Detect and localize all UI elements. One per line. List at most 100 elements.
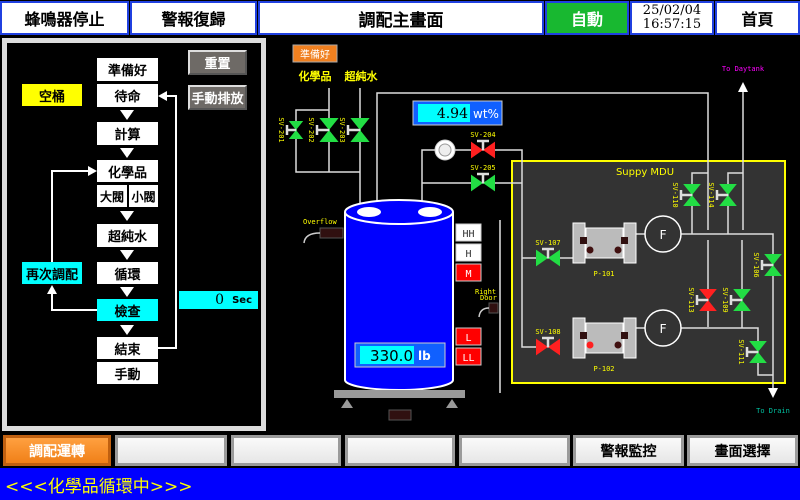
valve-label: SV-107 <box>535 239 560 247</box>
to-drain-label: To Drain <box>756 407 790 415</box>
down-arrow-icon <box>120 148 134 158</box>
valve-sv114[interactable]: SV-114 <box>707 182 737 208</box>
valve-label: SV-113 <box>687 287 695 312</box>
blank-button-3[interactable] <box>345 435 455 466</box>
step-large-valve: 大閥 <box>97 185 127 207</box>
level-label: HH <box>462 229 474 240</box>
valve-label: SV-204 <box>470 131 495 139</box>
chemical-label: 化學品 <box>299 69 332 83</box>
valve-sv201[interactable]: SV-201 <box>277 117 304 143</box>
valve-sv109[interactable]: SV-109 <box>721 287 751 313</box>
level-label: L <box>465 333 471 344</box>
right-door-sensor <box>488 302 499 314</box>
step-check: 檢查 <box>97 299 158 321</box>
overflow-label: Overflow <box>303 218 338 226</box>
down-arrow-icon <box>120 325 134 335</box>
level-switch-m: M <box>455 263 482 282</box>
weight-unit: lb <box>418 349 431 363</box>
manual-drain-button[interactable]: 手動排放 <box>188 85 247 110</box>
valve-label: SV-106 <box>752 252 760 277</box>
date-text: 25/02/04 <box>642 3 702 18</box>
valve-sv202[interactable]: SV-202 <box>307 117 339 143</box>
level-switch-ll: LL <box>455 347 482 366</box>
down-arrow-icon <box>768 388 778 398</box>
process-diagram: Suppy MDU To Daytank To Drain 準備好 化學品 超純… <box>277 44 790 421</box>
valve-sv111[interactable]: SV-111 <box>737 339 767 365</box>
step-circulate: 循環 <box>97 262 158 284</box>
level-label: H <box>465 249 471 260</box>
timer-display: 0 Sec <box>179 291 258 309</box>
filter-icon: F <box>644 215 682 253</box>
step-calculate: 計算 <box>97 122 158 145</box>
status-message: <<<化學品循環中>>> <box>5 476 193 497</box>
step-small-valve: 小閥 <box>129 185 158 207</box>
blank-button-4[interactable] <box>459 435 570 466</box>
time-text: 16:57:15 <box>642 17 702 32</box>
to-daytank-label: To Daytank <box>722 65 765 73</box>
reblend-button[interactable]: 再次調配 <box>22 262 82 284</box>
valve-sv205[interactable]: SV-205 <box>470 164 496 192</box>
up-arrow-icon <box>738 82 748 92</box>
buzzer-stop-button[interactable]: 蜂鳴器停止 <box>0 1 129 35</box>
level-switch-l: L <box>455 327 482 346</box>
right-door-label-2: Door <box>480 294 497 302</box>
scale-platform <box>334 390 465 398</box>
valve-label: SV-205 <box>470 164 495 172</box>
level-label: M <box>465 269 471 280</box>
step-chemical: 化學品 <box>97 160 158 182</box>
concentration-unit: wt% <box>473 107 499 121</box>
valve-label: SV-109 <box>721 287 729 312</box>
pump-label: P-102 <box>593 365 614 373</box>
valve-label: SV-114 <box>707 182 715 207</box>
valve-label: SV-202 <box>307 117 315 142</box>
pump-p-101: P-101 <box>572 222 637 278</box>
level-switch-h: H <box>455 243 482 262</box>
pump-p-102: P-102 <box>572 317 637 373</box>
valve-label: SV-203 <box>338 117 346 142</box>
blank-button-1[interactable] <box>115 435 227 466</box>
valve-label: SV-110 <box>671 182 679 207</box>
valve-sv108[interactable]: SV-108 <box>535 328 561 356</box>
valve-label: SV-111 <box>737 339 745 364</box>
valve-sv203[interactable]: SV-203 <box>338 117 370 143</box>
weight-value: 330.0 <box>370 347 413 365</box>
right-door-label-1: Right <box>475 288 496 296</box>
valve-label: SV-108 <box>535 328 560 336</box>
down-arrow-icon <box>120 211 134 221</box>
mode-indicator[interactable]: 自動 <box>545 1 629 35</box>
timer-unit: Sec <box>232 294 252 306</box>
concentration-value: 4.94 <box>437 106 468 122</box>
valve-sv110[interactable]: SV-110 <box>671 182 701 208</box>
down-arrow-icon <box>120 287 134 297</box>
valve-sv113[interactable]: SV-113 <box>687 287 717 313</box>
step-ready: 準備好 <box>97 58 158 81</box>
level-switch-hh: HH <box>455 223 482 242</box>
reset-button[interactable]: 重置 <box>188 50 247 75</box>
page-title: 調配主畫面 <box>258 1 544 35</box>
ready-badge <box>292 44 338 63</box>
filter-label: F <box>659 322 666 336</box>
down-arrow-icon <box>120 110 134 120</box>
alarm-monitor-button[interactable]: 警報監控 <box>573 435 684 466</box>
upw-label: 超純水 <box>344 69 379 83</box>
timer-value: 0 <box>215 292 225 308</box>
blank-button-2[interactable] <box>231 435 341 466</box>
mdu-title: Suppy MDU <box>616 167 674 178</box>
screen-select-button[interactable]: 畫面選擇 <box>687 435 798 466</box>
empty-bucket-indicator: 空桶 <box>22 84 82 106</box>
blend-run-button[interactable]: 調配運轉 <box>3 435 111 466</box>
filter-label: F <box>659 228 666 242</box>
scale-sensor <box>388 409 412 421</box>
down-arrow-icon <box>120 250 134 260</box>
datetime-display: 25/02/04 16:57:15 <box>630 1 714 35</box>
valve-sv204[interactable]: SV-204 <box>470 131 496 159</box>
pump-label: P-101 <box>593 270 614 278</box>
step-manual: 手動 <box>97 362 158 384</box>
home-button[interactable]: 首頁 <box>715 1 800 35</box>
valve-label: SV-201 <box>277 117 285 142</box>
step-upw: 超純水 <box>97 224 158 247</box>
valve-sv107[interactable]: SV-107 <box>535 239 561 267</box>
valve-sv106[interactable]: SV-106 <box>752 252 782 278</box>
alarm-reset-button[interactable]: 警報復歸 <box>130 1 257 35</box>
ready-badge-text: 準備好 <box>300 48 330 61</box>
